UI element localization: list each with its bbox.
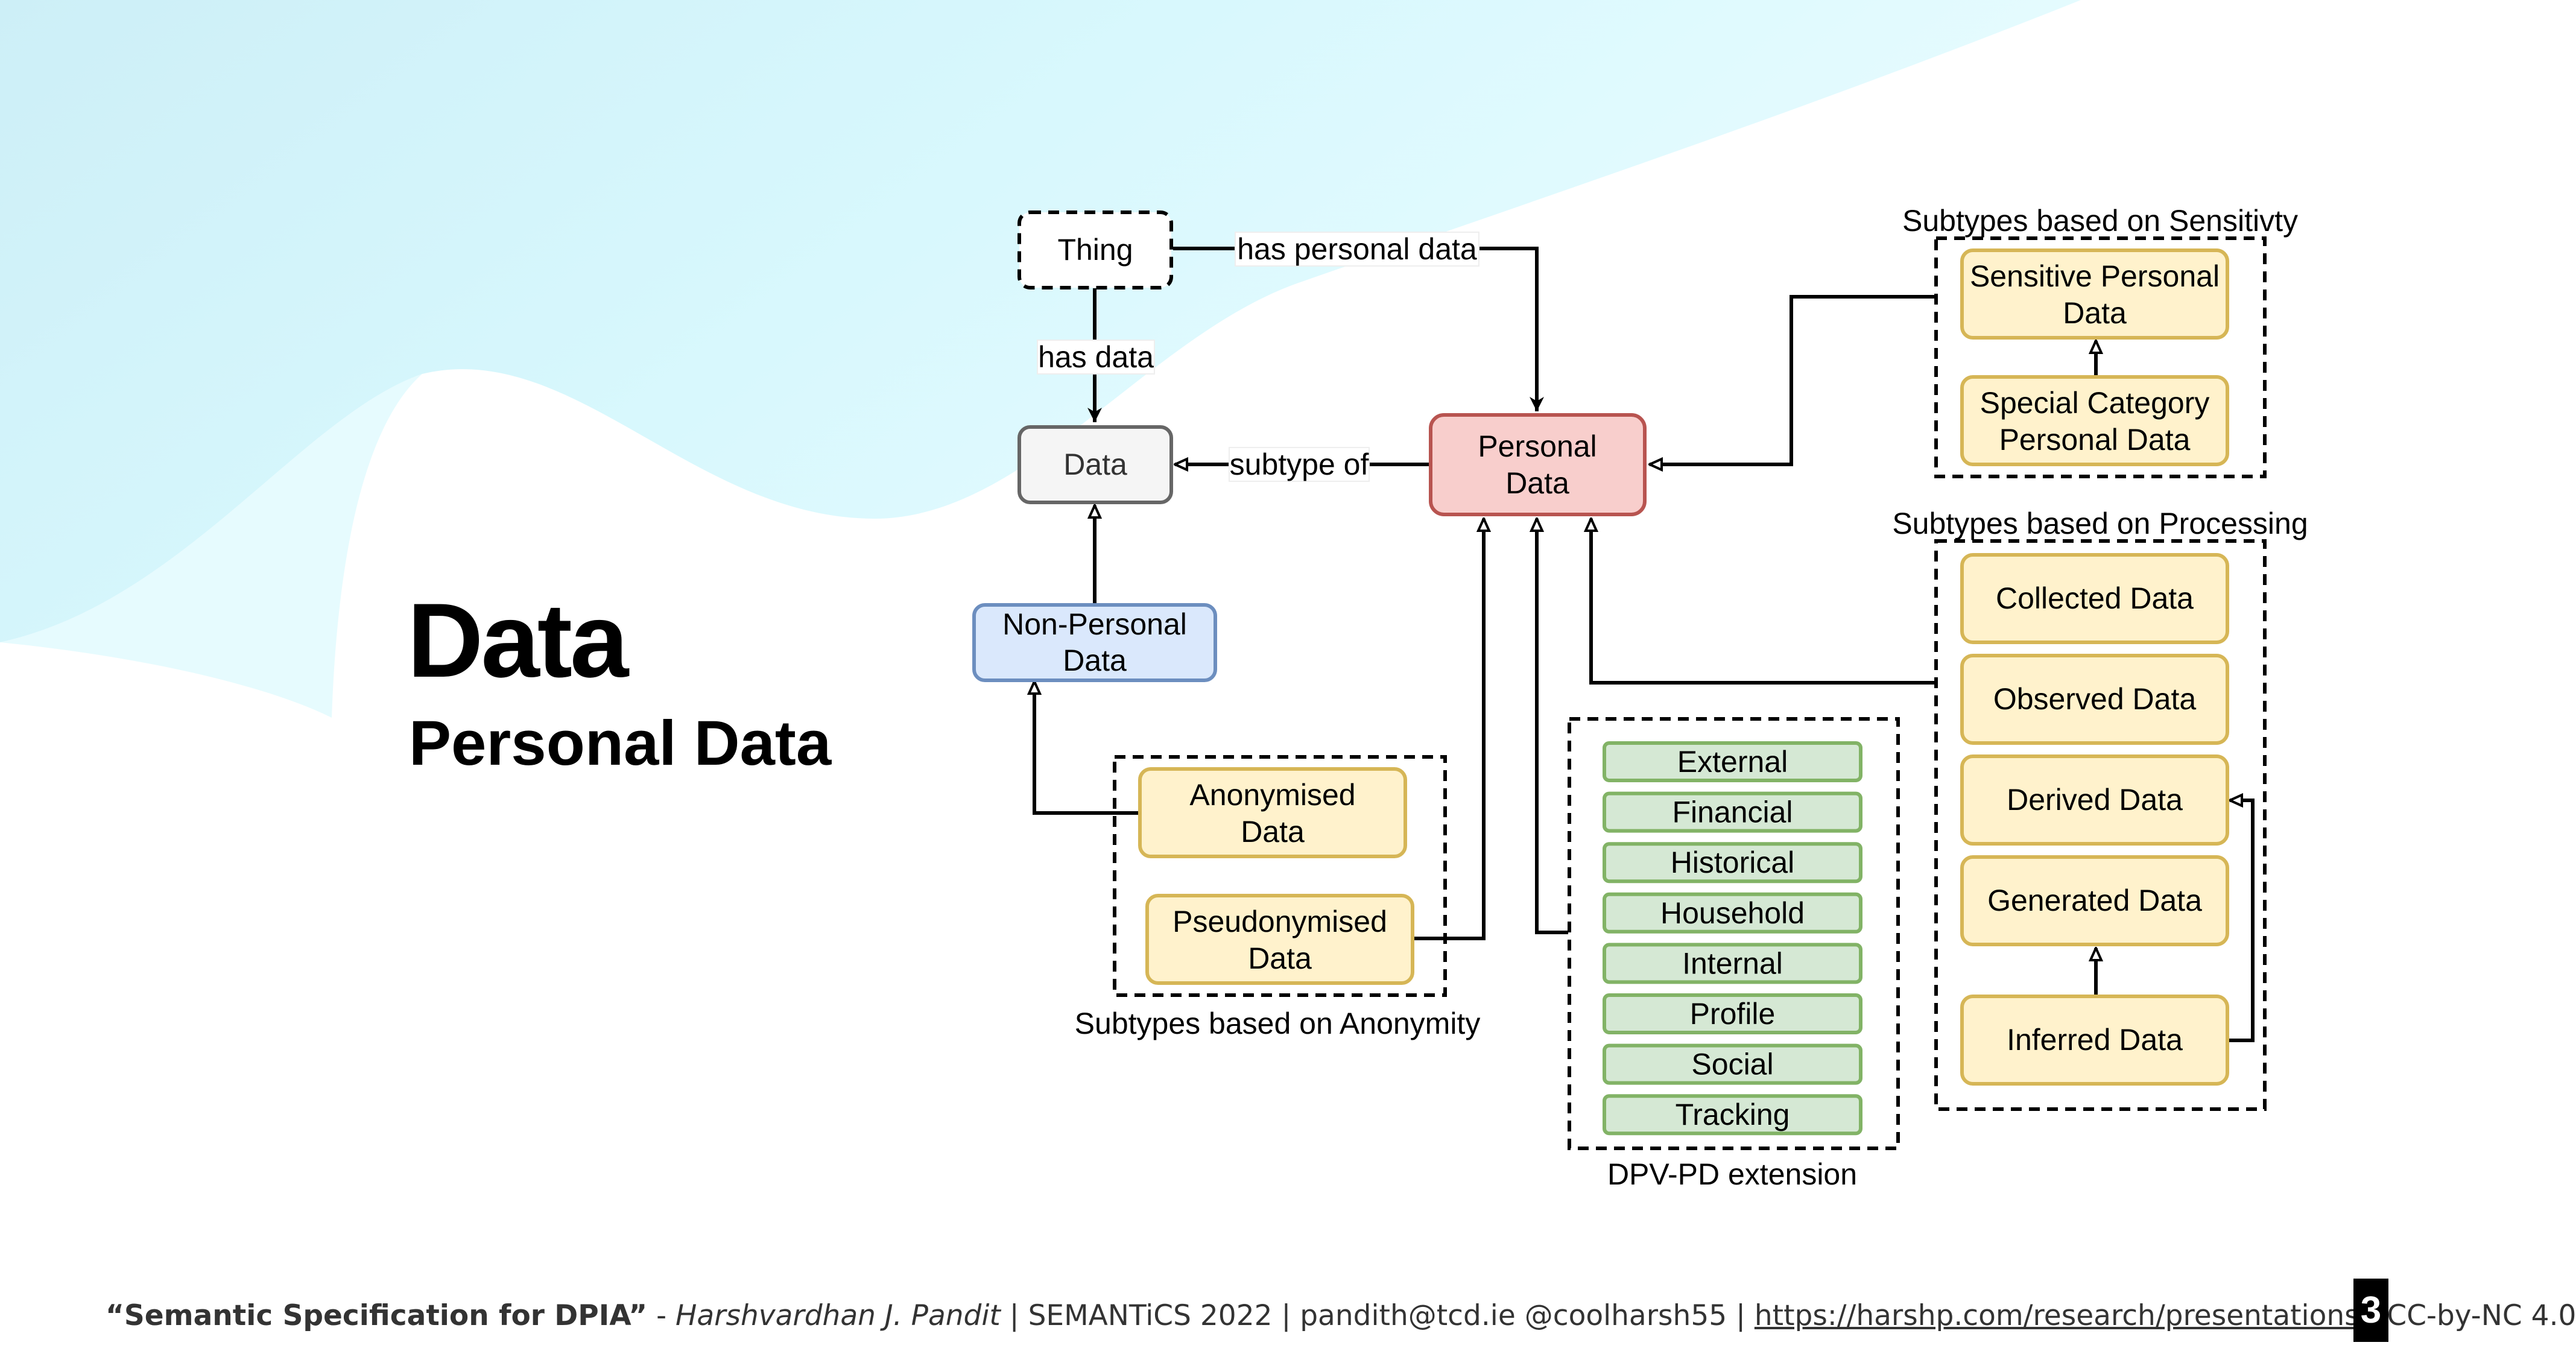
dpv-pd-item-historical (1603, 842, 1862, 884)
background-wave (0, 0, 2081, 718)
node-anonymised-data-line2: Data (1241, 815, 1305, 849)
node-data-label: Data (1063, 448, 1127, 481)
slide-title: Data (407, 582, 628, 700)
edge-inferred-to-derived (2229, 800, 2255, 1042)
node-derived-data-label: Derived Data (2007, 783, 2183, 817)
dpv-pd-item-label-profile: Profile (1690, 997, 1776, 1031)
node-data (1017, 425, 1173, 504)
personal-data-diagram: has personal data has data subtype of Su… (972, 204, 2308, 1191)
node-non-personal-data (972, 603, 1217, 682)
dpv-pd-item-financial (1603, 791, 1862, 833)
node-sensitive-personal-data (1960, 248, 2229, 340)
footer-sep-3: | (1727, 1299, 1755, 1332)
dpv-pd-items: ExternalFinancialHistoricalHouseholdInte… (1603, 741, 1862, 1136)
dpv-pd-item-label-social: Social (1691, 1048, 1773, 1081)
dpv-pd-item-label-historical: Historical (1671, 846, 1795, 879)
node-personal-data-line2: Data (1505, 466, 1569, 500)
edge-sensitivity-to-personal (1650, 295, 1936, 464)
footer-dash: - (647, 1299, 676, 1332)
node-non-personal-data-line1: Non-Personal (1002, 607, 1187, 641)
edge-pseudonymised-to-personal (1413, 519, 1484, 940)
edge-label-subtype-of: subtype of (1230, 448, 1369, 481)
node-personal-data-line1: Personal (1478, 429, 1597, 463)
footer-talk-title: “Semantic Specification for DPIA” (106, 1299, 648, 1332)
dpv-pd-item-label-financial: Financial (1672, 796, 1793, 829)
node-sensitive-personal-data-line2: Data (2063, 296, 2127, 330)
node-collected-data-label: Collected Data (1996, 581, 2194, 615)
dpv-pd-item-profile (1603, 993, 1862, 1034)
group-label-anonymity: Subtypes based on Anonymity (1075, 1007, 1481, 1040)
dpv-pd-item-household (1603, 892, 1862, 934)
slide-subtitle: Personal Data (409, 708, 832, 779)
footer-sep-1: | (1000, 1299, 1028, 1332)
node-pseudonymised-data-line1: Pseudonymised (1172, 905, 1387, 938)
dpv-pd-item-internal (1603, 943, 1862, 984)
footer-license: CC-by-NC 4.0 (2387, 1299, 2576, 1332)
footer-handle: @coolharsh55 (1524, 1299, 1727, 1332)
footer: “Semantic Specification for DPIA” - Hars… (106, 1302, 2576, 1330)
footer-email: pandith@tcd.ie (1300, 1299, 1516, 1332)
footer-space (1516, 1299, 1525, 1332)
node-collected-data (1960, 553, 2229, 644)
dpv-pd-item-label-household: Household (1660, 896, 1805, 930)
node-thing (1017, 210, 1173, 289)
footer-sep-2: | (1272, 1299, 1300, 1332)
node-pseudonymised-data (1145, 894, 1414, 985)
group-label-sensitivity: Subtypes based on Sensitivty (1902, 204, 2298, 238)
group-label-dpv-pd: DPV-PD extension (1607, 1157, 1857, 1191)
group-label-processing: Subtypes based on Processing (1892, 507, 2308, 540)
dpv-pd-item-external (1603, 741, 1862, 782)
group-processing (1934, 539, 2267, 1111)
group-dpv-pd (1568, 717, 1900, 1150)
node-inferred-data (1960, 995, 2229, 1086)
edge-processing-to-personal (1591, 519, 1936, 685)
node-inferred-data-label: Inferred Data (2007, 1023, 2183, 1057)
node-sensitive-personal-data-line1: Sensitive Personal (1970, 259, 2220, 293)
group-anonymity (1113, 755, 1447, 997)
node-anonymised-data (1138, 767, 1407, 858)
dpv-pd-item-label-external: External (1677, 745, 1788, 779)
node-special-category-line2: Personal Data (1999, 423, 2191, 457)
edge-anonymised-to-nonpersonal (1034, 682, 1139, 815)
node-derived-data (1960, 754, 2229, 846)
node-special-category-personal-data (1960, 375, 2229, 466)
node-non-personal-data-line2: Data (1063, 644, 1127, 677)
dpv-pd-item-label-tracking: Tracking (1676, 1098, 1790, 1131)
edge-label-has-personal-data: has personal data (1237, 232, 1477, 266)
edge-label-has-data: has data (1038, 340, 1154, 374)
node-pseudonymised-data-line2: Data (1248, 941, 1312, 975)
node-observed-data (1960, 654, 2229, 745)
edge-has-personal-data (1173, 247, 1544, 411)
page-number: 3 (2353, 1279, 2388, 1342)
node-personal-data (1429, 413, 1647, 516)
node-generated-data (1960, 855, 2229, 946)
node-generated-data-label: Generated Data (1987, 884, 2202, 917)
footer-author: Harshvardhan J. Pandit (676, 1299, 1001, 1332)
dpv-pd-item-tracking (1603, 1094, 1862, 1136)
node-special-category-line1: Special Category (1980, 386, 2210, 420)
node-observed-data-label: Observed Data (1993, 682, 2196, 716)
dpv-pd-item-social (1603, 1043, 1862, 1085)
node-anonymised-data-line1: Anonymised (1189, 778, 1355, 812)
dpv-pd-item-label-internal: Internal (1682, 946, 1783, 980)
footer-venue: SEMANTiCS 2022 (1028, 1299, 1273, 1332)
edge-dpvpd-to-personal (1537, 519, 1568, 934)
node-thing-label: Thing (1057, 233, 1133, 267)
footer-link[interactable]: https://harshp.com/research/presentation… (1754, 1299, 2359, 1332)
group-sensitivity (1934, 236, 2267, 478)
